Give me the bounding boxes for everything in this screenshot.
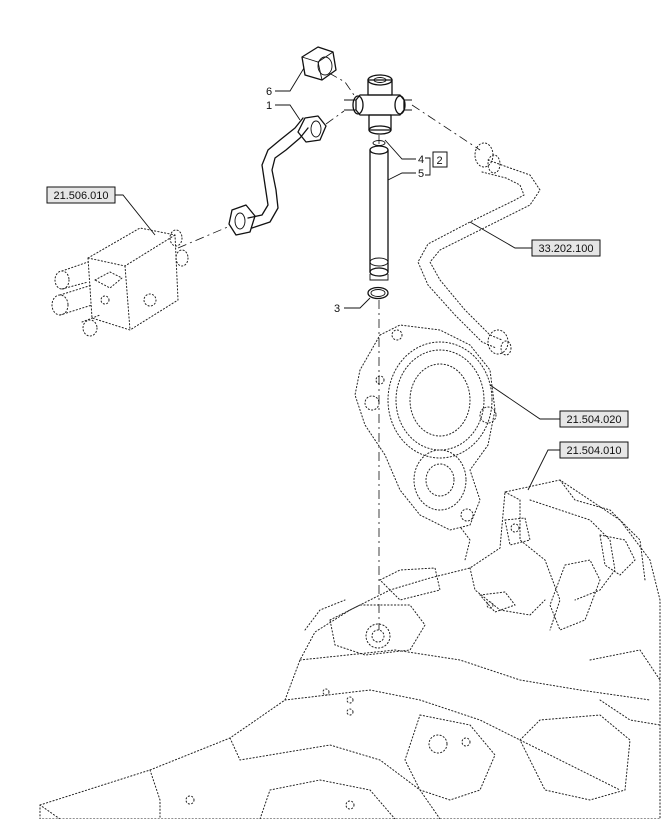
callout-6: 6 xyxy=(266,86,272,98)
assembly-lines xyxy=(177,72,481,630)
return-line-nut xyxy=(474,142,501,174)
reference-flange-plate: 21.504.020 xyxy=(559,410,629,428)
callout-labels: 6 1 4 5 3 2 xyxy=(266,86,448,315)
callout-4: 4 xyxy=(418,154,424,166)
valve-block xyxy=(51,227,189,337)
svg-text:21.504.010: 21.504.010 xyxy=(566,445,621,457)
tube-nut xyxy=(228,204,256,236)
part-1-tube xyxy=(228,115,327,236)
callout-5: 5 xyxy=(418,168,424,180)
svg-text:21.506.010: 21.506.010 xyxy=(53,190,108,202)
part-5-standpipe xyxy=(369,145,389,281)
svg-text:21.504.020: 21.504.020 xyxy=(566,414,621,426)
valve-fitting xyxy=(169,229,189,267)
callout-2: 2 xyxy=(437,155,443,167)
valve-fitting xyxy=(81,314,101,337)
callout-2-box: 2 xyxy=(432,151,448,168)
reference-valve-block: 21.506.010 xyxy=(46,186,116,204)
part-6-cap-nut xyxy=(301,46,337,81)
part-3-o-ring xyxy=(367,286,389,300)
tube-nut xyxy=(297,115,327,143)
reference-return-line: 33.202.100 xyxy=(531,239,601,257)
reference-housing: 21.504.010 xyxy=(559,441,629,459)
valve-fitting xyxy=(51,284,93,316)
transmission-housing xyxy=(39,479,661,819)
return-line xyxy=(417,142,541,356)
tee-fitting xyxy=(344,74,412,135)
return-line-nut xyxy=(487,329,512,356)
callout-3: 3 xyxy=(334,303,340,315)
leader-lines xyxy=(115,67,560,491)
valve-fitting xyxy=(54,261,89,290)
flange-plate xyxy=(354,324,497,531)
callout-1: 1 xyxy=(266,100,272,112)
svg-text:33.202.100: 33.202.100 xyxy=(538,243,593,255)
